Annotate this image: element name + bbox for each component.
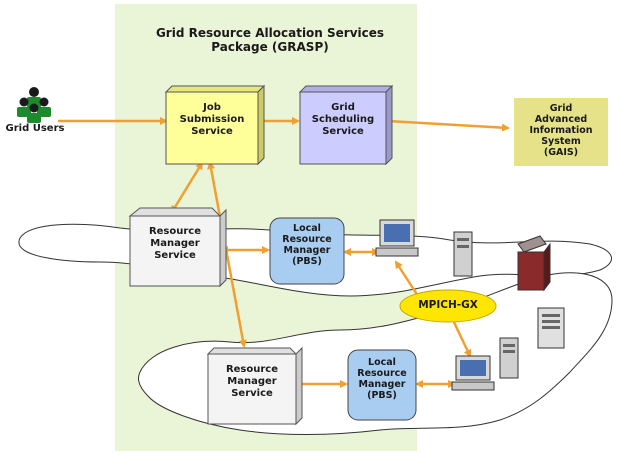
- arrow-mpich-pc1: [394, 260, 420, 297]
- lrm1-line2: Resource: [282, 233, 332, 245]
- grid-users-label: Grid Users: [5, 123, 65, 134]
- grasp-title-line1: Grid Resource Allocation Services: [155, 26, 385, 40]
- gais-box: [514, 98, 608, 166]
- rms1-box: [128, 207, 227, 288]
- rms1-line2: Manager: [150, 238, 200, 249]
- arrow-job-rms1: [170, 161, 204, 214]
- gais-line4: System: [541, 135, 581, 147]
- grid-scheduling-box: [298, 84, 394, 166]
- server-tower-icon: [537, 307, 565, 349]
- sched-line3: Service: [322, 126, 364, 137]
- job-line2: Submission: [179, 114, 245, 125]
- rms2-label: Resource Manager Service: [208, 364, 296, 400]
- mpich-gx-label: MPICH-GX: [418, 299, 478, 311]
- lrm1-label: Local Resource Manager (PBS): [270, 223, 344, 268]
- rms2-line1: Resource: [225, 364, 279, 375]
- workstation-icon: [451, 355, 495, 391]
- arrow-sched-gais: [387, 119, 510, 132]
- lrm1-box: [269, 217, 345, 285]
- job-line3: Service: [191, 126, 233, 137]
- workstation-icon: [375, 219, 419, 257]
- mpich-gx-ellipse: [399, 289, 497, 323]
- lrm2-line3: Manager: [358, 378, 406, 390]
- sched-line2: Scheduling: [311, 114, 375, 125]
- server-rack-icon: [517, 235, 551, 292]
- gais-line2: Advanced: [534, 113, 588, 125]
- rms2-line3: Service: [231, 388, 273, 399]
- arrow-mpich-pc2: [450, 317, 472, 358]
- grid-scheduling-label: Grid Scheduling Service: [300, 102, 386, 138]
- lrm1-line4: (PBS): [292, 255, 322, 267]
- lrm2-box: [347, 349, 417, 421]
- job-line1: Job: [203, 102, 221, 113]
- server-tower-icon: [453, 231, 473, 277]
- rms1-label: Resource Manager Service: [130, 226, 220, 262]
- lrm2-line1: Local: [368, 357, 396, 368]
- grasp-title: Grid Resource Allocation Services Packag…: [150, 26, 390, 55]
- server-tower-icon: [499, 337, 519, 379]
- job-submission-label: Job Submission Service: [166, 102, 258, 138]
- grasp-title-line2: Package (GRASP): [211, 40, 329, 55]
- rms2-line2: Manager: [227, 376, 277, 387]
- rms1-line3: Service: [154, 250, 196, 261]
- lrm1-line3: Manager: [283, 244, 331, 256]
- gais-line5: (GAIS): [543, 146, 579, 158]
- rms1-line1: Resource: [148, 226, 202, 237]
- rms2-box: [206, 346, 303, 426]
- arrow-job-rms2: [207, 161, 247, 348]
- lrm2-line4: (PBS): [367, 389, 397, 401]
- gais-line1: Grid: [549, 103, 573, 114]
- lrm2-label: Local Resource Manager (PBS): [348, 357, 416, 402]
- lrm1-line1: Local: [293, 223, 321, 234]
- lrm2-line2: Resource: [357, 367, 407, 379]
- grid-users-icon: [17, 87, 51, 123]
- gais-label: Grid Advanced Information System (GAIS): [514, 103, 608, 159]
- gais-line3: Information: [529, 124, 593, 136]
- sched-line1: Grid: [331, 102, 355, 113]
- job-submission-box: [164, 84, 266, 166]
